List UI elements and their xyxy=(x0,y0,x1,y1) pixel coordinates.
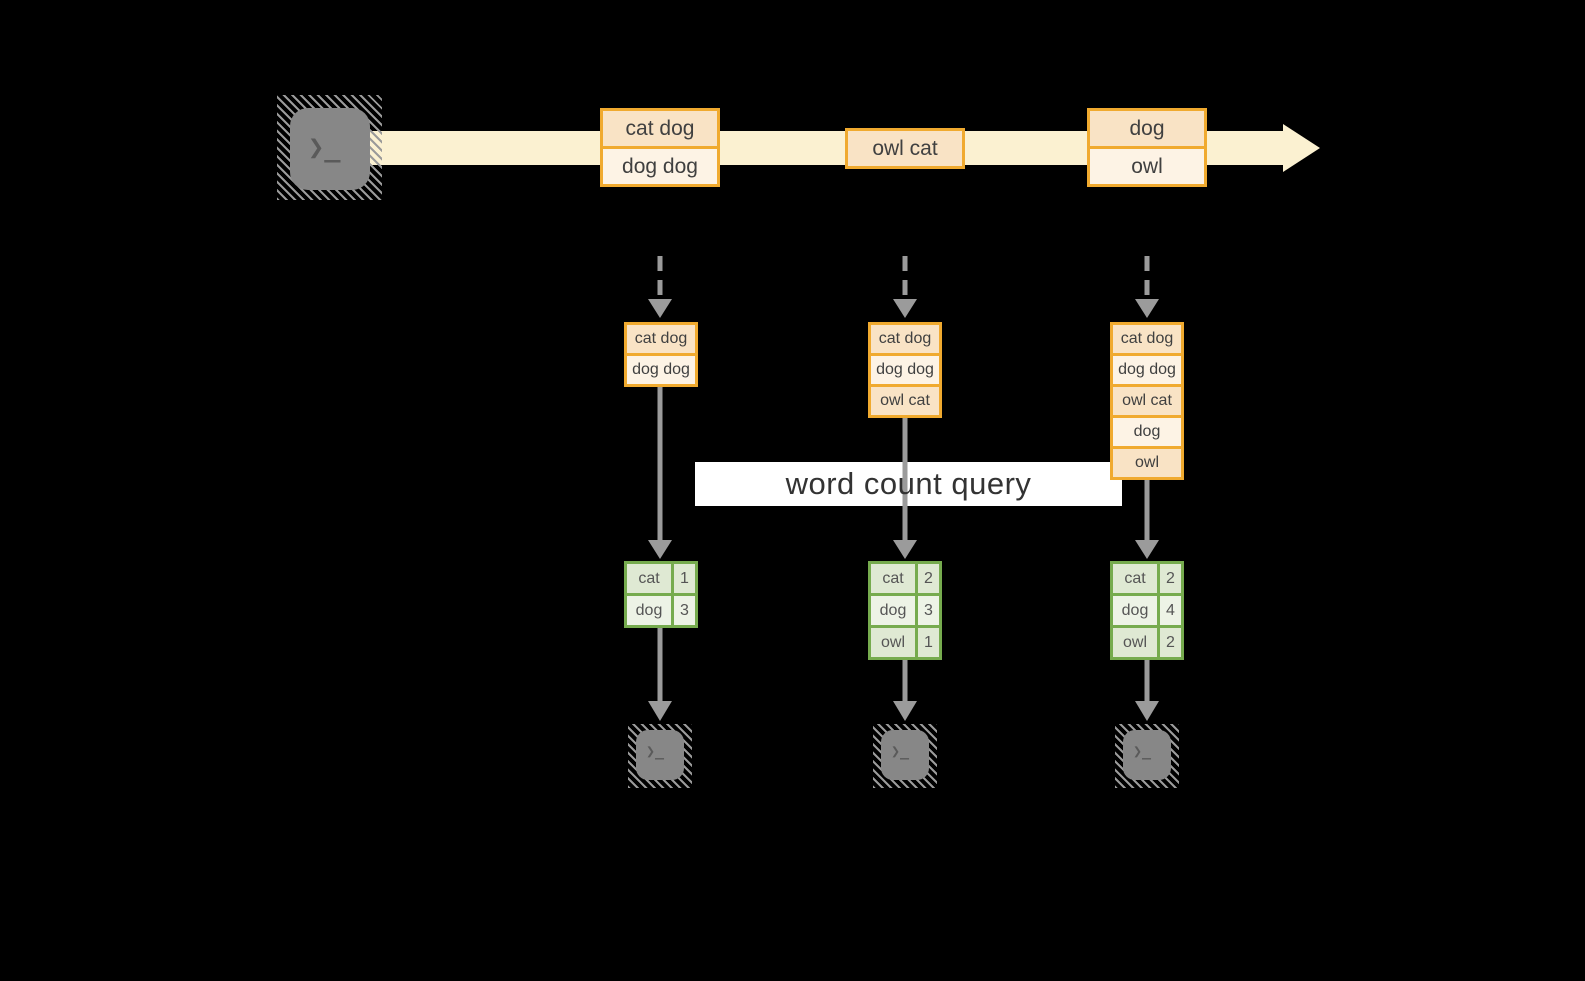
sink-terminal-icon-2: ❯_ xyxy=(873,724,937,788)
stream-event-cell: cat dog xyxy=(603,111,717,146)
buffer-cell: cat dog xyxy=(627,325,695,353)
count-cell: 2 xyxy=(1160,628,1181,657)
query-arrowhead-3 xyxy=(1135,540,1159,559)
count-cell: 2 xyxy=(918,564,939,593)
buffer-cell: dog dog xyxy=(627,356,695,384)
dashed-arrowhead-2 xyxy=(893,299,917,318)
terminal-screen: ❯_ xyxy=(1123,730,1171,780)
sink-arrowhead-3 xyxy=(1135,701,1159,721)
terminal-screen: ❯_ xyxy=(881,730,929,780)
stream-event-cell: dog dog xyxy=(603,149,717,184)
dashed-arrowhead-1 xyxy=(648,299,672,318)
count-cell: 4 xyxy=(1160,596,1181,625)
terminal-prompt-icon: ❯_ xyxy=(891,742,910,760)
word-count-query-band xyxy=(695,462,1122,506)
count-row: cat 1 xyxy=(627,564,695,593)
buffer-box-1: cat dog dog dog xyxy=(624,322,698,387)
count-table-1: cat 1 dog 3 xyxy=(624,561,698,628)
buffer-cell: owl cat xyxy=(871,387,939,415)
stream-event-box-3: dog owl xyxy=(1087,108,1207,187)
terminal-screen: ❯_ xyxy=(636,730,684,780)
buffer-cell: owl cat xyxy=(1113,387,1181,415)
count-row: dog 3 xyxy=(627,596,695,625)
buffer-cell: owl xyxy=(1113,449,1181,477)
stream-arrowhead-icon xyxy=(1283,124,1320,172)
stream-event-cell: owl cat xyxy=(848,131,962,166)
word-cell: owl xyxy=(1113,628,1157,657)
count-table-2: cat 2 dog 3 owl 1 xyxy=(868,561,942,660)
word-cell: dog xyxy=(627,596,671,625)
count-cell: 1 xyxy=(674,564,695,593)
count-table-3: cat 2 dog 4 owl 2 xyxy=(1110,561,1184,660)
word-cell: owl xyxy=(871,628,915,657)
terminal-prompt-icon: ❯_ xyxy=(308,132,341,163)
terminal-prompt-icon: ❯_ xyxy=(646,742,665,760)
sink-arrowhead-2 xyxy=(893,701,917,721)
source-terminal-icon: ❯_ xyxy=(277,95,382,200)
query-arrowhead-1 xyxy=(648,540,672,559)
sink-terminal-icon-1: ❯_ xyxy=(628,724,692,788)
stream-event-cell: dog xyxy=(1090,111,1204,146)
count-cell: 3 xyxy=(918,596,939,625)
word-cell: dog xyxy=(871,596,915,625)
count-row: owl 2 xyxy=(1113,628,1181,657)
count-row: dog 3 xyxy=(871,596,939,625)
word-cell: cat xyxy=(1113,564,1157,593)
count-cell: 1 xyxy=(918,628,939,657)
terminal-screen: ❯_ xyxy=(290,108,370,190)
count-row: dog 4 xyxy=(1113,596,1181,625)
buffer-box-2: cat dog dog dog owl cat xyxy=(868,322,942,418)
word-cell: cat xyxy=(627,564,671,593)
word-count-query-label: word count query xyxy=(785,466,1032,501)
query-arrowhead-2 xyxy=(893,540,917,559)
word-cell: dog xyxy=(1113,596,1157,625)
buffer-cell: dog dog xyxy=(871,356,939,384)
stream-event-box-1: cat dog dog dog xyxy=(600,108,720,187)
word-cell: cat xyxy=(871,564,915,593)
terminal-prompt-icon: ❯_ xyxy=(1133,742,1152,760)
stream-event-box-2: owl cat xyxy=(845,128,965,169)
sink-arrowhead-1 xyxy=(648,701,672,721)
count-row: owl 1 xyxy=(871,628,939,657)
buffer-box-3: cat dog dog dog owl cat dog owl xyxy=(1110,322,1184,480)
sink-terminal-icon-3: ❯_ xyxy=(1115,724,1179,788)
count-row: cat 2 xyxy=(871,564,939,593)
stream-event-cell: owl xyxy=(1090,149,1204,184)
count-cell: 2 xyxy=(1160,564,1181,593)
buffer-cell: dog xyxy=(1113,418,1181,446)
count-cell: 3 xyxy=(674,596,695,625)
buffer-cell: cat dog xyxy=(1113,325,1181,353)
buffer-cell: cat dog xyxy=(871,325,939,353)
count-row: cat 2 xyxy=(1113,564,1181,593)
buffer-cell: dog dog xyxy=(1113,356,1181,384)
dashed-arrowhead-3 xyxy=(1135,299,1159,318)
